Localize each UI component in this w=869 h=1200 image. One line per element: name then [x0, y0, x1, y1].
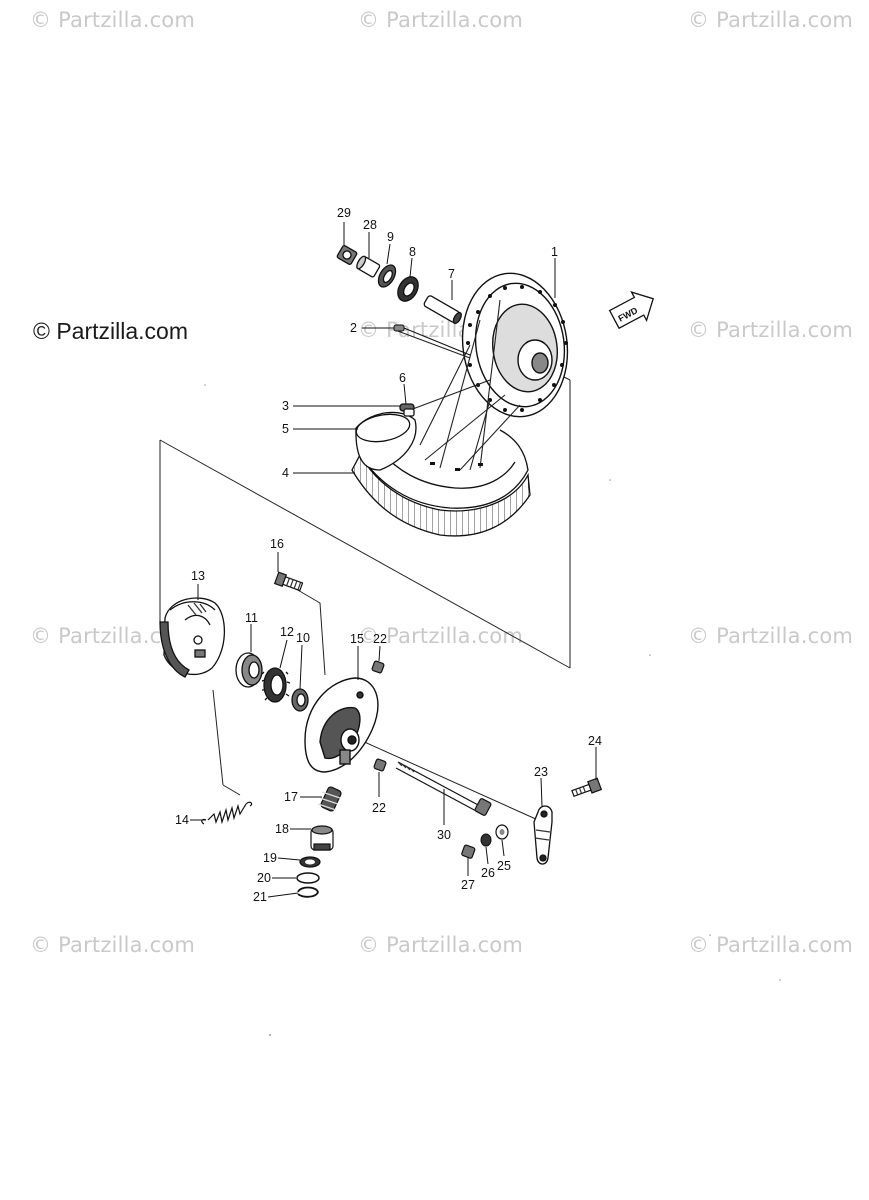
callout-28: 30: [437, 828, 451, 842]
thrust-washer-hole: [305, 859, 315, 865]
brake-spring: [201, 801, 253, 825]
watermark: © Partzilla.com: [30, 933, 196, 957]
axle-sleeve: [423, 295, 462, 325]
gear-housing: [310, 825, 334, 851]
wheel-hub: [461, 272, 569, 418]
speedometer-bolt: [273, 571, 304, 592]
watermark-main: © Partzilla.com: [33, 318, 188, 344]
callout-1: 1: [551, 245, 558, 259]
watermark: © Partzilla.com: [30, 8, 196, 32]
watermark: © Partzilla.com: [358, 624, 524, 648]
part-callouts: 29 28 9 8 7 1 2 6 3 5 4 13 11 12 10 16 1…: [175, 206, 602, 904]
circlip: [297, 886, 319, 898]
watermark: © Partzilla.com: [688, 318, 854, 342]
fwd-arrow: FWD: [608, 291, 655, 330]
panel-nut-lower: [373, 758, 387, 772]
callout-6: 6: [399, 371, 406, 385]
watermark: © Partzilla.com: [688, 8, 854, 32]
callout-27: 27: [461, 878, 475, 892]
wheel-bearing: [397, 276, 419, 302]
panel-nut-upper: [371, 660, 385, 674]
callout-30: 29: [337, 206, 351, 220]
callout-24: 24: [588, 734, 602, 748]
callout-5: 5: [282, 422, 289, 436]
axle-stack: [336, 245, 462, 325]
watermark: © Partzilla.com: [688, 933, 854, 957]
hub-oil-seal: [235, 652, 263, 688]
assembly-lines: [159, 374, 571, 821]
callout-29: 28: [363, 218, 377, 232]
oil-seal: [377, 264, 397, 288]
spoke-nipple: [393, 324, 471, 356]
watermark: © Partzilla.com: [358, 8, 524, 32]
callout-3: 3: [282, 399, 289, 413]
callout-2: 2: [350, 321, 357, 335]
spokes: [394, 299, 521, 471]
callout-9: 9: [387, 230, 394, 244]
callout-21: 21: [253, 890, 267, 904]
spring-washer: [480, 833, 492, 847]
callout-22-upper: 22: [373, 632, 387, 646]
callout-8: 8: [409, 245, 416, 259]
axle-shaft: [395, 761, 492, 816]
callout-18: 18: [275, 822, 289, 836]
leader-lines: [190, 222, 597, 898]
callout-12: 12: [280, 625, 294, 639]
callout-7: 7: [448, 267, 455, 281]
callout-20: 20: [257, 871, 271, 885]
brake-arm: [533, 805, 553, 865]
callout-22-lower: 22: [372, 801, 386, 815]
callout-11: 11: [245, 611, 258, 625]
callout-15: 15: [350, 632, 364, 646]
plain-washer-hole: [499, 829, 505, 835]
brake-shoe: [159, 597, 226, 678]
watermark: © Partzilla.com: [358, 933, 524, 957]
spacer: [356, 255, 381, 278]
arm-bolt: [571, 777, 603, 798]
speedometer-gear-ring: [261, 667, 291, 703]
bearing-small: [291, 688, 309, 712]
callout-4: 4: [282, 466, 289, 480]
callout-17: 17: [284, 790, 298, 804]
brake-panel: [304, 677, 379, 773]
callout-14: 14: [175, 813, 189, 827]
callout-16: 16: [270, 537, 284, 551]
callout-23: 23: [534, 765, 548, 779]
scan-specks: [204, 384, 781, 1036]
callout-19: 19: [263, 851, 277, 865]
o-ring: [296, 872, 320, 884]
callout-26: 26: [481, 866, 495, 880]
callout-13: 13: [191, 569, 205, 583]
watermark: © Partzilla.com: [688, 624, 854, 648]
rim-and-tire: [351, 403, 531, 537]
callout-10: 10: [296, 631, 310, 645]
callout-25: 25: [497, 859, 511, 873]
arm-nut: [461, 844, 476, 859]
tire-valve: [399, 403, 415, 417]
axle-nut: [336, 245, 358, 265]
speedometer-gear: [317, 786, 342, 812]
